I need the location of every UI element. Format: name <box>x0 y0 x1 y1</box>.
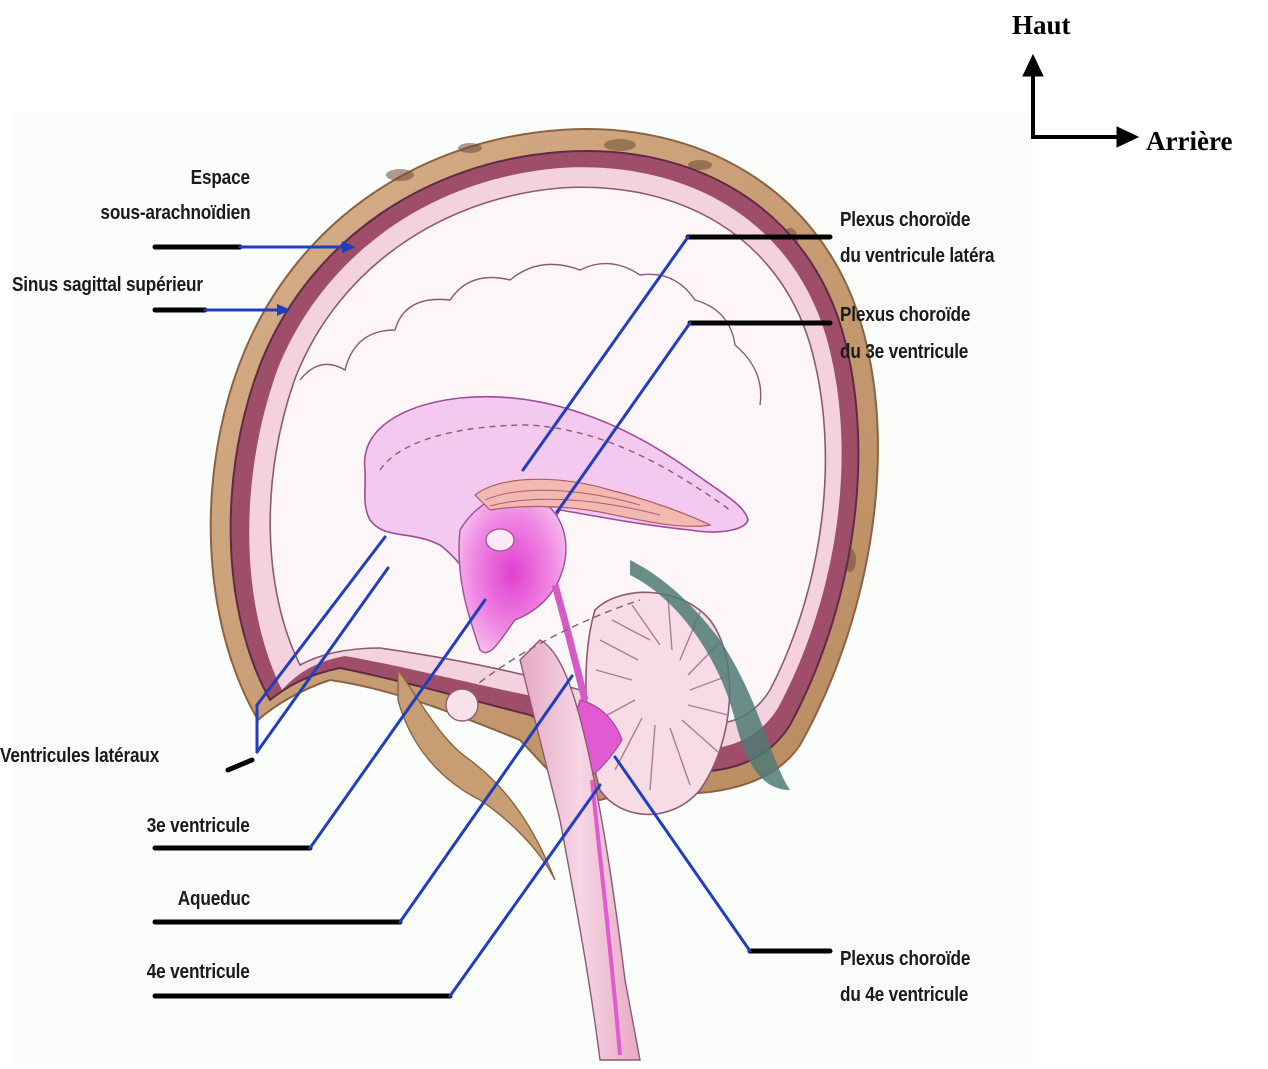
label-espace-line1: Espace <box>191 160 250 197</box>
label-4e-ventricule: 4e ventricule <box>147 954 250 991</box>
label-espace-line2: sous-arachnoïdien <box>100 195 250 232</box>
interthalamic-adhesion <box>486 529 514 551</box>
orientation-up-arrowhead <box>1023 55 1043 76</box>
label-ventricules-lateraux: Ventricules latéraux <box>0 738 159 775</box>
label-plexus-lateral-line1: Plexus choroïde <box>840 202 970 239</box>
label-sinus: Sinus sagittal supérieur <box>12 267 203 304</box>
label-plexus-4e-line2: du 4e ventricule <box>840 977 968 1014</box>
orientation-back-label: Arrière <box>1146 126 1232 157</box>
orientation-back-arrowhead <box>1117 127 1138 147</box>
label-3e-ventricule: 3e ventricule <box>147 808 250 845</box>
pituitary <box>446 689 478 721</box>
label-aqueduc: Aqueduc <box>178 881 250 918</box>
label-plexus-3e-line1: Plexus choroïde <box>840 297 970 334</box>
orientation-indicator <box>1023 55 1138 147</box>
label-plexus-4e-line1: Plexus choroïde <box>840 941 970 978</box>
label-plexus-lateral-line2: du ventricule latéra <box>840 238 1003 275</box>
label-plexus-3e-line2: du 3e ventricule <box>840 334 968 371</box>
orientation-up-label: Haut <box>1012 10 1071 41</box>
